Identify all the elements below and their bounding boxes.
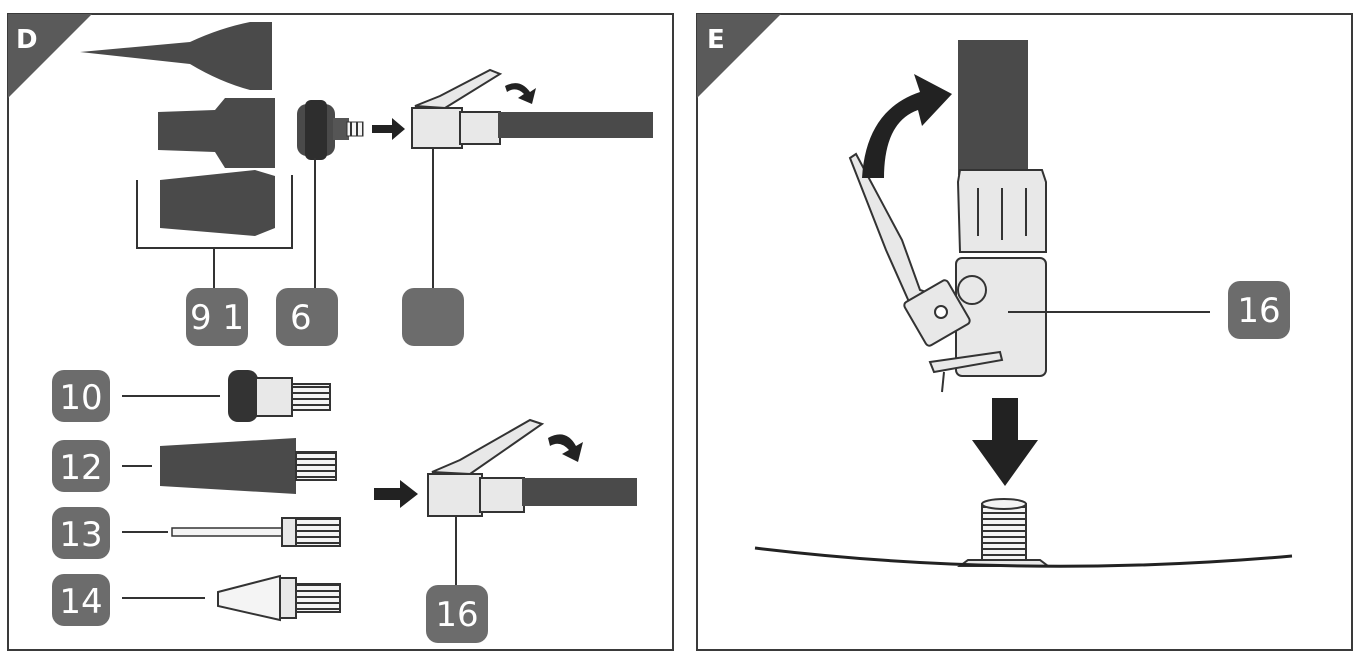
svg-text:9 1: 9 1 (190, 298, 244, 338)
svg-text:10: 10 (59, 378, 102, 418)
panel-d: D 9 1 (7, 13, 674, 651)
lever-pivot-screw (934, 305, 948, 319)
panel-d-letter: D (16, 25, 38, 55)
lever-rotate-arrow-top (505, 83, 536, 104)
lever-rotate-arrow (862, 74, 952, 178)
badge-valve-top (402, 288, 464, 346)
panel-d-corner (8, 14, 92, 98)
stepped-nozzle-adapter (158, 98, 275, 168)
lever-rotate-arrow-bottom (548, 434, 583, 462)
svg-text:6: 6 (290, 298, 312, 338)
valve-head-bottom (427, 418, 637, 517)
valve-lever-top (414, 68, 503, 110)
adapter-13-needle (171, 527, 283, 537)
accessory-14: 14 (52, 574, 341, 626)
panel-e-letter: E (707, 25, 725, 55)
badge-9-1: 9 1 (186, 288, 248, 346)
accessory-10: 10 (52, 370, 331, 422)
tire-valve-stem (981, 503, 1027, 561)
hose-vertical (958, 40, 1028, 175)
panel-e: E 16 (696, 13, 1353, 651)
svg-text:16: 16 (1237, 291, 1280, 331)
hose-top (498, 112, 653, 138)
panel-e-corner (697, 14, 781, 98)
adapter-12-cone (160, 438, 296, 494)
adapter-10-knurled-body (228, 370, 258, 422)
push-down-arrow (972, 398, 1038, 486)
svg-text:14: 14 (59, 582, 102, 622)
hose-bottom (522, 478, 637, 506)
svg-text:13: 13 (59, 515, 102, 555)
lever-clip (928, 350, 1004, 374)
insert-arrow-top (372, 118, 405, 140)
insert-arrow-bottom (374, 480, 418, 508)
svg-text:16: 16 (435, 595, 478, 635)
valve-head-top (411, 68, 653, 149)
badge-6: 6 (276, 288, 338, 346)
badge-16-e: 16 (1228, 281, 1290, 339)
adapter-14-cone (217, 574, 281, 622)
svg-text:12: 12 (59, 448, 102, 488)
valve-lever-bottom (431, 418, 545, 476)
panel-d-frame (7, 13, 674, 651)
accessory-13: 13 (52, 507, 341, 559)
tire-surface-curve (754, 546, 1293, 568)
long-nozzle-adapter (80, 22, 272, 90)
conical-nozzle-adapter (160, 170, 275, 236)
accessory-12: 12 (52, 438, 337, 494)
adapter-6 (297, 100, 364, 160)
badge-16-d: 16 (426, 585, 488, 643)
